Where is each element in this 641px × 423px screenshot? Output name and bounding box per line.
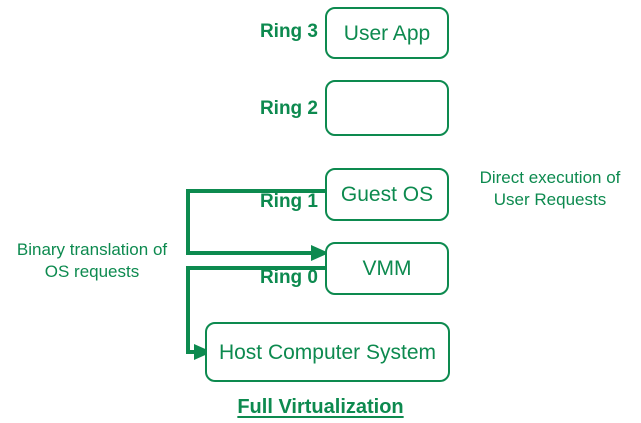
annotation-binary-translation: Binary translation of OS requests [16, 240, 168, 281]
box-user-app[interactable]: User App [325, 7, 449, 59]
box-vmm[interactable]: VMM [325, 242, 449, 295]
box-ring2-empty[interactable] [325, 80, 449, 136]
ring-label-0: Ring 0 [259, 267, 318, 288]
diagram-title: Full Virtualization [237, 396, 404, 418]
box-host-computer-system[interactable]: Host Computer System [205, 322, 450, 382]
ring-label-1: Ring 1 [259, 191, 318, 212]
box-guest-os[interactable]: Guest OS [325, 168, 449, 221]
annotation-direct-execution: Direct execution of User Requests [479, 168, 621, 209]
ring-label-2: Ring 2 [259, 98, 318, 119]
ring-label-3: Ring 3 [259, 21, 318, 42]
